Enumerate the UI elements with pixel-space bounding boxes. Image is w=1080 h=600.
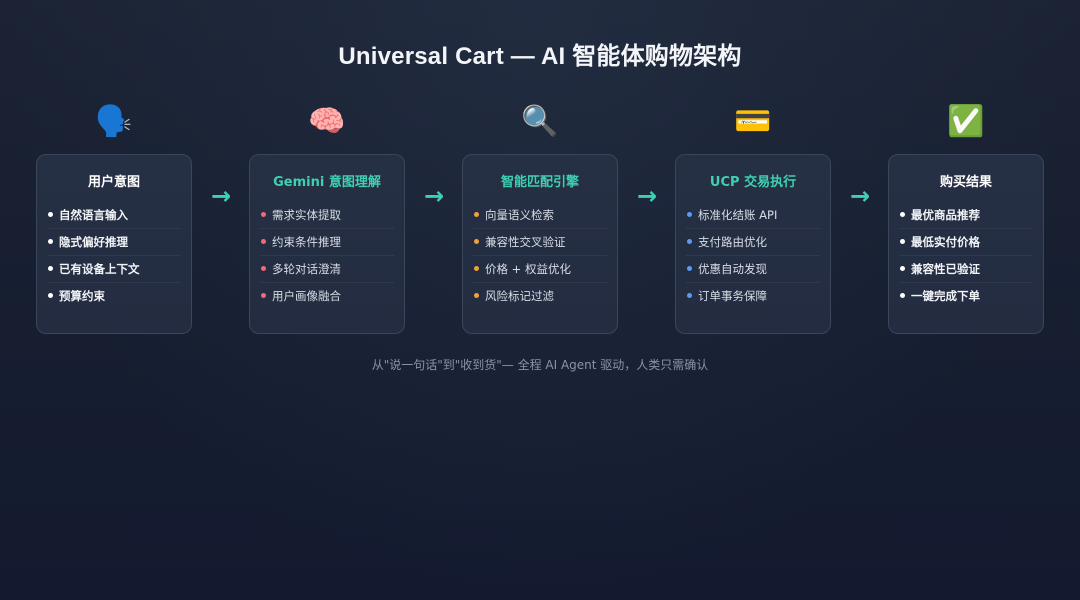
item-text: 最优商品推荐 (911, 208, 980, 222)
list-item: 约束条件推理 (260, 229, 394, 256)
list-item: 向量语义检索 (473, 202, 607, 229)
bullet-dot (261, 239, 266, 244)
bullet-dot (48, 239, 53, 244)
stage-card: 用户意图 自然语言输入 隐式偏好推理 已有设备上下文 预算约束 (36, 154, 192, 334)
list-item: 风险标记过滤 (473, 283, 607, 309)
list-item: 优惠自动发现 (686, 256, 820, 283)
list-item: 标准化结账 API (686, 202, 820, 229)
item-text: 需求实体提取 (272, 208, 341, 222)
list-item: 兼容性已验证 (899, 256, 1033, 283)
bullet-dot (900, 293, 905, 298)
item-text: 多轮对话澄清 (272, 262, 341, 276)
item-text: 风险标记过滤 (485, 289, 554, 303)
bullet-dot (900, 239, 905, 244)
list-item: 最低实付价格 (899, 229, 1033, 256)
stage-title: UCP 交易执行 (709, 175, 797, 190)
page-title: Universal Cart — AI 智能体购物架构 (338, 43, 742, 70)
list-item: 一键完成下单 (899, 283, 1033, 309)
list-item: 用户画像融合 (260, 283, 394, 309)
bullet-dot (687, 293, 692, 298)
item-text: 支付路由优化 (698, 235, 767, 249)
item-text: 自然语言输入 (59, 208, 128, 222)
bullet-dot (687, 266, 692, 271)
list-item: 隐式偏好推理 (47, 229, 181, 256)
item-text: 标准化结账 API (698, 208, 778, 222)
stage-title: 购买结果 (939, 175, 992, 190)
list-item: 需求实体提取 (260, 202, 394, 229)
credit-card-icon: 💳 (734, 104, 772, 139)
bullet-dot (48, 212, 53, 217)
bullet-dot (474, 293, 479, 298)
item-text: 预算约束 (59, 289, 105, 303)
list-item: 预算约束 (47, 283, 181, 309)
bullet-dot (261, 293, 266, 298)
item-text: 兼容性交叉验证 (485, 235, 566, 249)
stage-matching-engine: 🔍 智能匹配引擎 向量语义检索 兼容性交叉验证 价格 + 权益优化 风险标记过滤 (462, 100, 618, 334)
stage-title: 用户意图 (87, 175, 140, 190)
bullet-dot (48, 293, 53, 298)
stage-card: 智能匹配引擎 向量语义检索 兼容性交叉验证 价格 + 权益优化 风险标记过滤 (462, 154, 618, 334)
stage-card: UCP 交易执行 标准化结账 API 支付路由优化 优惠自动发现 订单事务保障 (675, 154, 831, 334)
list-item: 订单事务保障 (686, 283, 820, 309)
item-text: 隐式偏好推理 (59, 235, 128, 249)
item-text: 用户画像融合 (272, 289, 341, 303)
stage-ucp-execution: 💳 UCP 交易执行 标准化结账 API 支付路由优化 优惠自动发现 订单事务保… (675, 100, 831, 334)
list-item: 多轮对话澄清 (260, 256, 394, 283)
list-item: 自然语言输入 (47, 202, 181, 229)
bullet-dot (900, 212, 905, 217)
speaking-head-icon: 🗣️ (95, 104, 133, 139)
stage-title: 智能匹配引擎 (500, 175, 579, 190)
list-item: 最优商品推荐 (899, 202, 1033, 229)
brain-icon: 🧠 (308, 104, 346, 139)
stage-user-intent: 🗣️ 用户意图 自然语言输入 隐式偏好推理 已有设备上下文 预算约束 (36, 100, 192, 334)
flow-arrow: → (210, 182, 232, 210)
item-text: 优惠自动发现 (698, 262, 767, 276)
footer-caption: 从"说一句话"到"收到货"— 全程 AI Agent 驱动，人类只需确认 (371, 358, 709, 372)
magnifier-icon: 🔍 (521, 104, 559, 139)
item-text: 兼容性已验证 (911, 262, 980, 276)
item-text: 价格 + 权益优化 (485, 262, 571, 276)
stage-purchase-result: ✅ 购买结果 最优商品推荐 最低实付价格 兼容性已验证 一键完成下单 (888, 100, 1044, 334)
flow-arrow: → (423, 182, 445, 210)
pipeline-flow: 🗣️ 用户意图 自然语言输入 隐式偏好推理 已有设备上下文 预算约束 → 🧠 G… (36, 100, 1044, 340)
check-mark-icon: ✅ (947, 104, 985, 139)
list-item: 兼容性交叉验证 (473, 229, 607, 256)
bullet-dot (900, 266, 905, 271)
bullet-dot (474, 239, 479, 244)
item-text: 最低实付价格 (911, 235, 980, 249)
bullet-dot (474, 266, 479, 271)
flow-arrow: → (849, 182, 871, 210)
list-item: 已有设备上下文 (47, 256, 181, 283)
item-text: 已有设备上下文 (59, 262, 140, 276)
flow-arrow: → (636, 182, 658, 210)
bullet-dot (261, 266, 266, 271)
bullet-dot (261, 212, 266, 217)
item-text: 订单事务保障 (698, 289, 767, 303)
bullet-dot (474, 212, 479, 217)
stage-gemini-intent: 🧠 Gemini 意图理解 需求实体提取 约束条件推理 多轮对话澄清 用户画像融… (249, 100, 405, 334)
stage-card: 购买结果 最优商品推荐 最低实付价格 兼容性已验证 一键完成下单 (888, 154, 1044, 334)
list-item: 支付路由优化 (686, 229, 820, 256)
bullet-dot (687, 239, 692, 244)
list-item: 价格 + 权益优化 (473, 256, 607, 283)
stage-card: Gemini 意图理解 需求实体提取 约束条件推理 多轮对话澄清 用户画像融合 (249, 154, 405, 334)
item-text: 一键完成下单 (911, 289, 980, 303)
bullet-dot (687, 212, 692, 217)
item-text: 约束条件推理 (272, 235, 341, 249)
item-text: 向量语义检索 (485, 208, 554, 222)
bullet-dot (48, 266, 53, 271)
stage-title: Gemini 意图理解 (273, 175, 381, 190)
